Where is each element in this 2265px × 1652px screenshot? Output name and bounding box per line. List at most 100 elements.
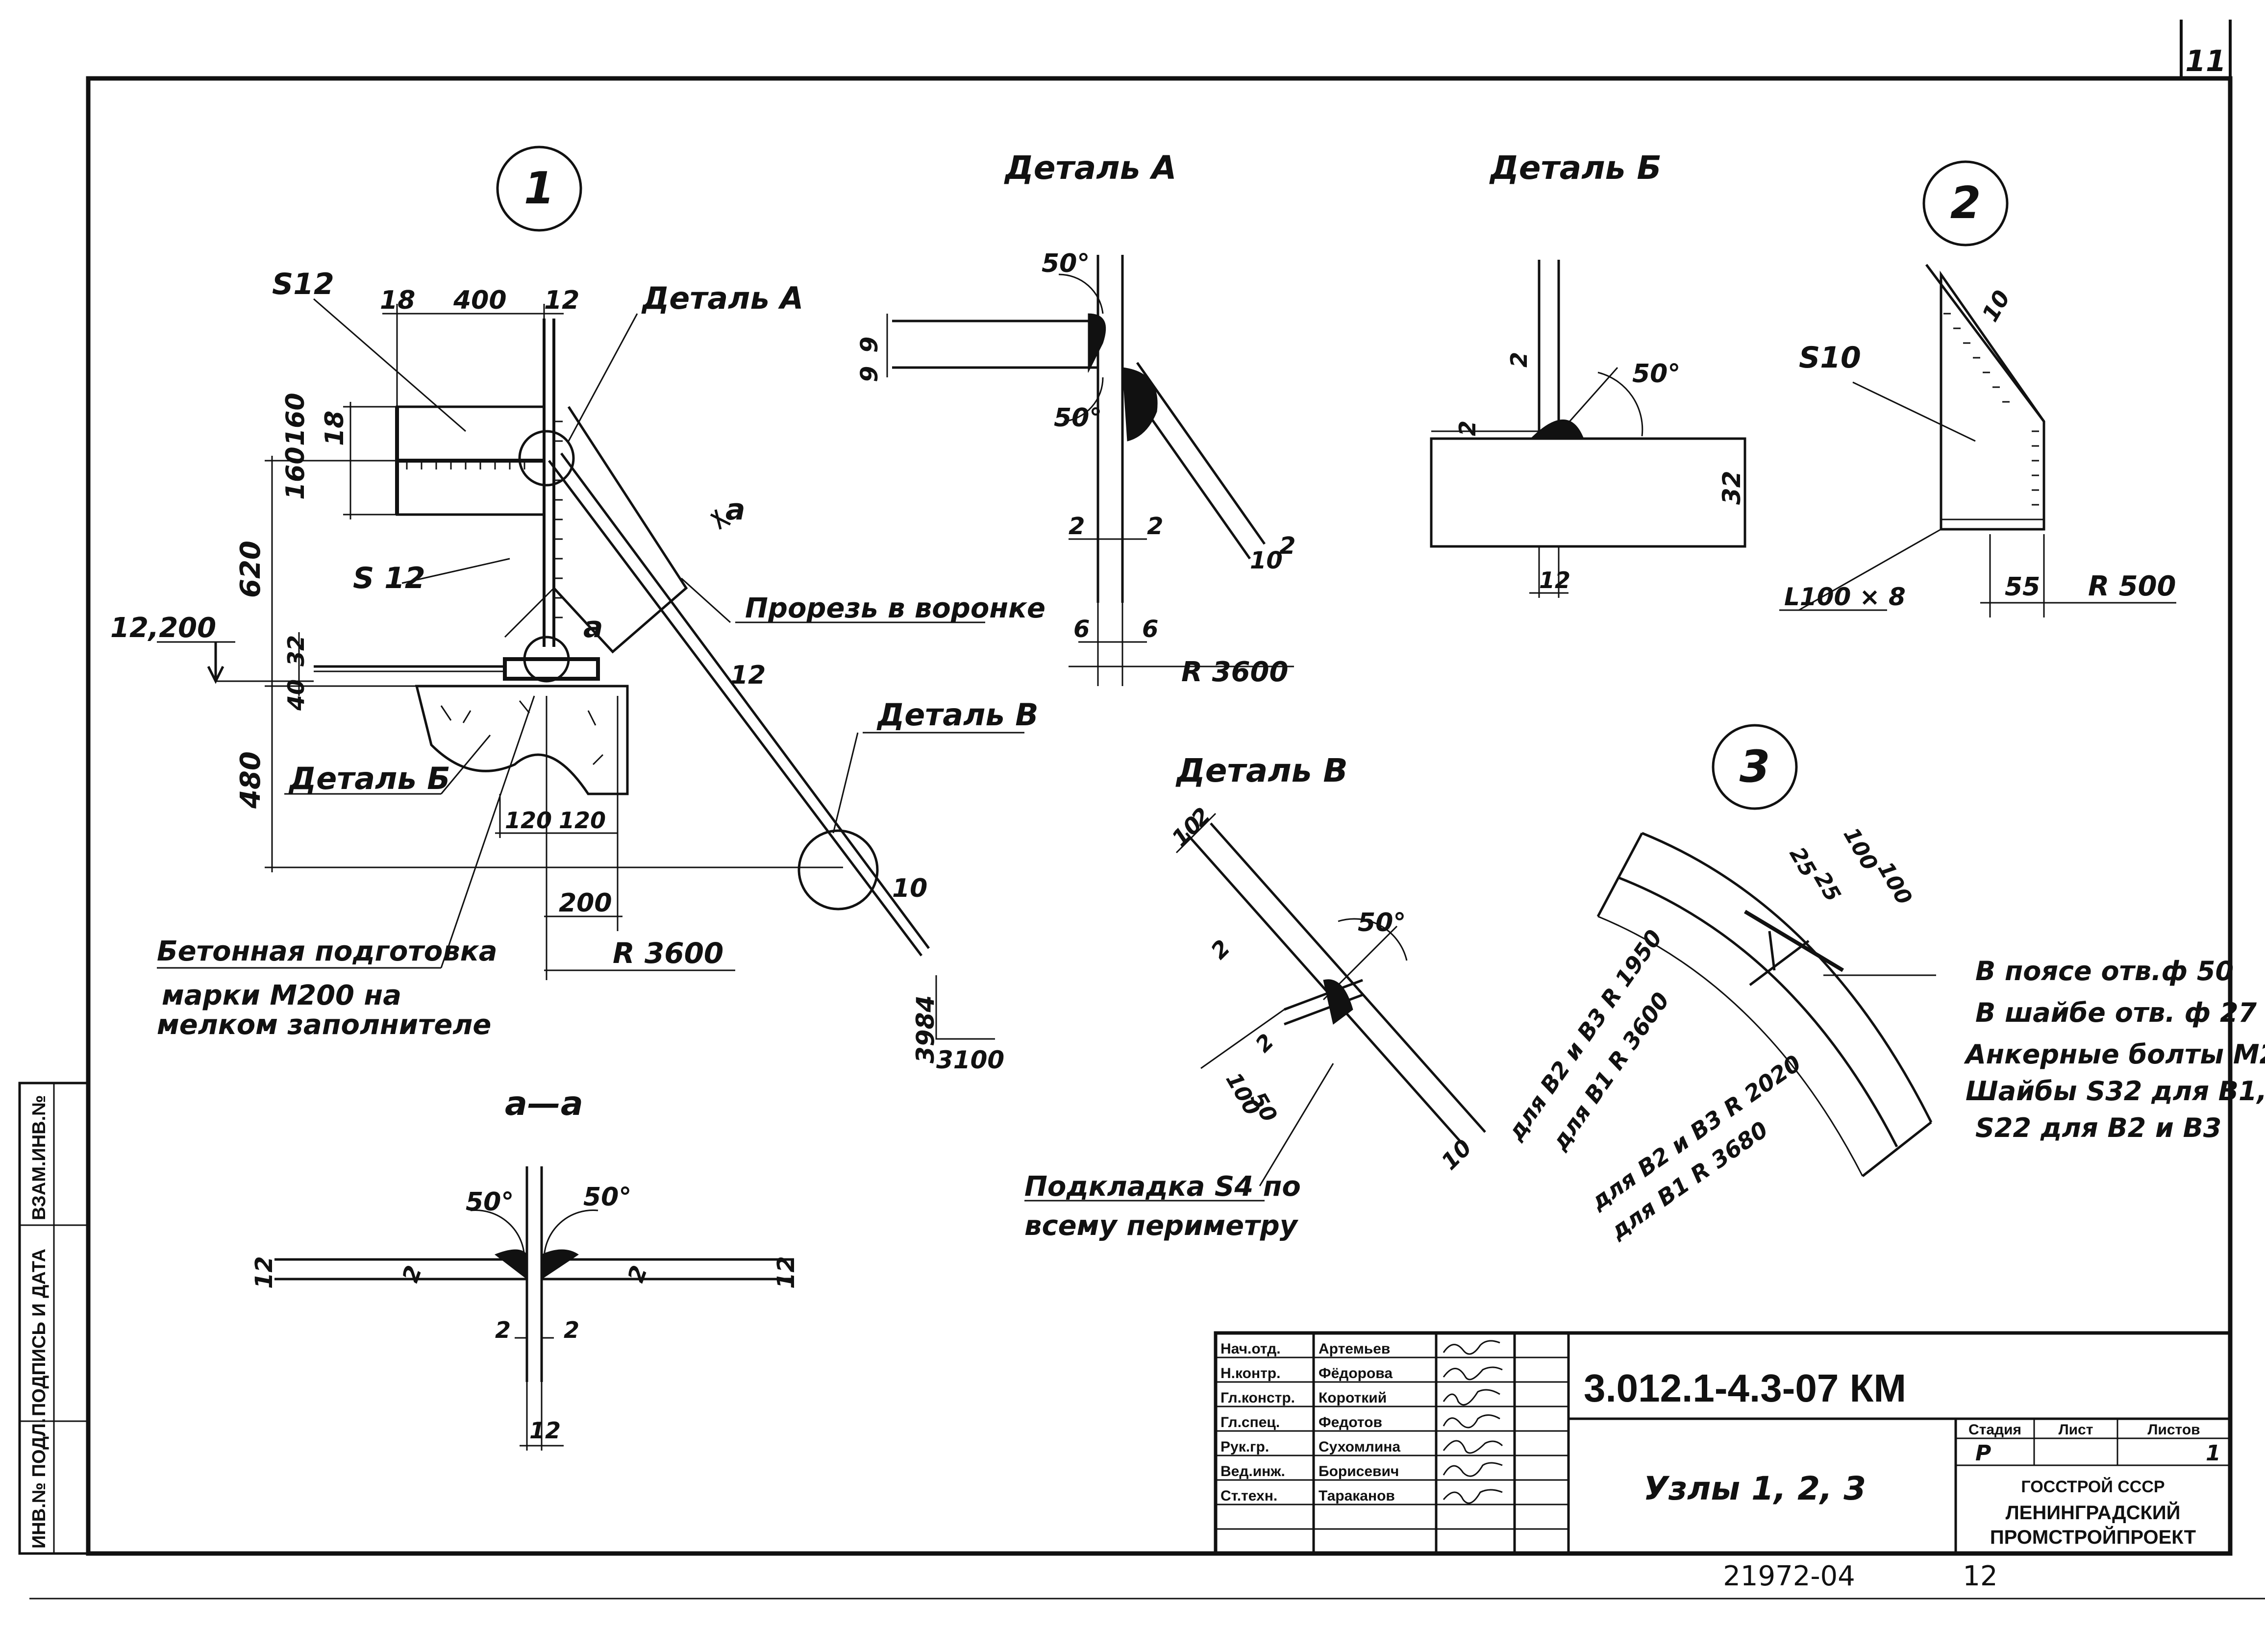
- node2-dim-10: 10: [1977, 286, 2016, 326]
- node1-dim-12-diag: 12: [730, 661, 766, 690]
- tb-name-0: Артемьев: [1319, 1341, 1390, 1357]
- node1-concrete-3: мелком заполнителе: [157, 1009, 491, 1041]
- detail-a-dim-10: 10: [1250, 547, 1283, 574]
- node1-detail-a-label: Деталь А: [641, 280, 803, 316]
- section-aa: а—а 50° 50° 12 2 2 12 2 2 12: [250, 1085, 800, 1451]
- node2-r500: R 500: [2088, 570, 2176, 602]
- node1-dim-32: 32: [283, 635, 309, 666]
- tb-name-2: Короткий: [1319, 1390, 1387, 1406]
- node3-note-3: Анкерные болты М24,: [1964, 1039, 2265, 1070]
- section-aa-dim-12-bottom: 12: [529, 1417, 561, 1444]
- tb-name-6: Тараканов: [1319, 1488, 1395, 1504]
- node1-slope-3100: 3100: [936, 1046, 1004, 1074]
- node-3-circle: [1712, 724, 1798, 810]
- node1-s12-top: S12: [272, 267, 334, 301]
- detail-b-dim-2b: 2: [1454, 420, 1481, 436]
- detail-a-dim-9b: 9: [856, 366, 883, 382]
- detail-b-dim-32: 32: [1717, 470, 1746, 505]
- node1-dim-160a: 160: [281, 393, 310, 446]
- node1-slope-3984: 3984: [911, 995, 940, 1063]
- node1-level: 12,200: [110, 612, 216, 644]
- detail-v-dim-2b: 2: [1206, 935, 1236, 964]
- detail-v-angle: 50°: [1358, 908, 1406, 937]
- detail-v-marker: [797, 829, 879, 911]
- detail-a-angle-top: 50°: [1042, 249, 1090, 278]
- node1-prorez: Прорезь в воронке: [745, 592, 1045, 624]
- tb-org-1: ГОССТРОЙ СССР: [2021, 1477, 2165, 1496]
- stamp-vzam: ВЗАМ.ИНВ.№: [29, 1095, 50, 1220]
- section-aa-angle-right: 50°: [583, 1183, 631, 1212]
- detail-b-angle: 50°: [1632, 359, 1680, 389]
- detail-a-marker: [518, 430, 575, 487]
- node-2: 2 S10 10 L100 × 8 55 R 500: [1779, 160, 2176, 617]
- node1-dim-160b: 160: [281, 446, 310, 500]
- detail-v-podkladka-1: Подкладка S4 по: [1024, 1171, 1301, 1203]
- section-aa-title: а—а: [505, 1085, 583, 1123]
- node1-dim-400: 400: [453, 286, 507, 315]
- tb-name-5: Борисевич: [1319, 1463, 1399, 1479]
- tb-role-4: Рук.гр.: [1220, 1439, 1269, 1455]
- node-1-label: 1: [524, 163, 555, 214]
- detail-a-r3600: R 3600: [1181, 656, 1288, 688]
- node1-detail-v-label: Деталь В: [876, 697, 1039, 733]
- detail-b-dim-2a: 2: [1506, 352, 1532, 368]
- footer: 21972-04 12: [1723, 1560, 1997, 1592]
- node3-note-2: В шайбе отв. ф 27: [1975, 997, 2257, 1028]
- footer-archive-no: 21972-04: [1723, 1560, 1855, 1592]
- footer-page-no: 12: [1963, 1560, 1997, 1592]
- title-block: Нач.отд. Н.контр. Гл.констр. Гл.спец. Ру…: [1214, 1331, 2232, 1555]
- node1-dim-200: 200: [559, 888, 612, 918]
- node1-dim-40: 40: [283, 679, 309, 711]
- detail-a-dim-2a: 2: [1069, 513, 1085, 540]
- section-aa-dim-12-left: 12: [250, 1256, 278, 1289]
- detail-b-title: Деталь Б: [1489, 149, 1662, 187]
- section-aa-dim-12-right: 12: [772, 1256, 800, 1289]
- node-1-circle: [496, 146, 582, 232]
- node-1: 1: [110, 146, 1045, 1074]
- node2-angle-profile: L100 × 8: [1784, 583, 1906, 611]
- section-aa-dim-2-left: 2: [397, 1262, 427, 1286]
- tb-name-4: Сухомлина: [1319, 1439, 1400, 1455]
- signatures: [1443, 1340, 1503, 1504]
- stamp-inv-podl: ИНВ.№ ПОДЛ.: [29, 1418, 50, 1549]
- node1-dim-620: 620: [235, 541, 267, 598]
- node1-dim-480: 480: [235, 751, 267, 809]
- node1-concrete-1: Бетонная подготовка: [157, 936, 498, 967]
- node3-dim-100a: 100: [1838, 823, 1882, 875]
- detail-v: Деталь В 10 2 2 50° 100 2 50 10 Подкладк…: [1024, 752, 1486, 1242]
- node1-dim-12-top: 12: [544, 286, 579, 315]
- node3-note-4: Шайбы S32 для В1,: [1966, 1076, 2265, 1107]
- tb-doc-code: 3.012.1-4.3-07 КМ: [1584, 1366, 1906, 1410]
- node1-section-a2: a: [725, 493, 746, 527]
- section-aa-dim-2-right: 2: [622, 1262, 653, 1286]
- node3-note-5: S22 для В2 и В3: [1975, 1112, 2221, 1143]
- detail-a-dim-2b: 2: [1147, 513, 1163, 540]
- detail-a-dim-6b: 6: [1142, 616, 1158, 643]
- node3-note-1: В поясе отв.ф 50: [1975, 956, 2234, 986]
- detail-v-podkladka-2: всему периметру: [1024, 1210, 1299, 1242]
- detail-b-dim-12: 12: [1539, 567, 1570, 593]
- tb-org-2: ЛЕНИНГРАДСКИЙ: [2006, 1501, 2181, 1524]
- section-aa-angle-left: 50°: [466, 1187, 514, 1217]
- node3-dim-100b: 100: [1872, 858, 1917, 909]
- node-3-label: 3: [1740, 741, 1770, 792]
- tb-role-5: Вед.инж.: [1220, 1463, 1285, 1479]
- tb-name-3: Федотов: [1319, 1414, 1382, 1430]
- tb-sheets-header: Листов: [2147, 1422, 2200, 1438]
- tb-role-0: Нач.отд.: [1220, 1341, 1281, 1357]
- tb-role-3: Гл.спец.: [1220, 1414, 1280, 1430]
- node1-dim-18v: 18: [320, 411, 349, 446]
- tb-stage-header: Стадия: [1968, 1422, 2021, 1438]
- side-stamp: ИНВ.№ ПОДЛ. ПОДПИСЬ И ДАТА ВЗАМ.ИНВ.№: [18, 1082, 90, 1555]
- tb-stage-value: Р: [1975, 1441, 1991, 1466]
- detail-a-title: Деталь А: [1004, 149, 1176, 187]
- detail-b-marker: [523, 636, 570, 683]
- tb-sheet-header: Лист: [2059, 1422, 2093, 1438]
- node1-r3600: R 3600: [613, 937, 723, 970]
- node1-dim-10: 10: [892, 874, 927, 903]
- node1-dim-18: 18: [380, 286, 415, 315]
- sheet-corner-number: 11: [2185, 44, 2226, 78]
- detail-a-dim-2c: 2: [1279, 532, 1295, 560]
- tb-role-1: Н.контр.: [1220, 1365, 1280, 1381]
- node-3: 3 для В2 и В3 R 1950 для В1 R 3600 для В…: [1502, 724, 2265, 1245]
